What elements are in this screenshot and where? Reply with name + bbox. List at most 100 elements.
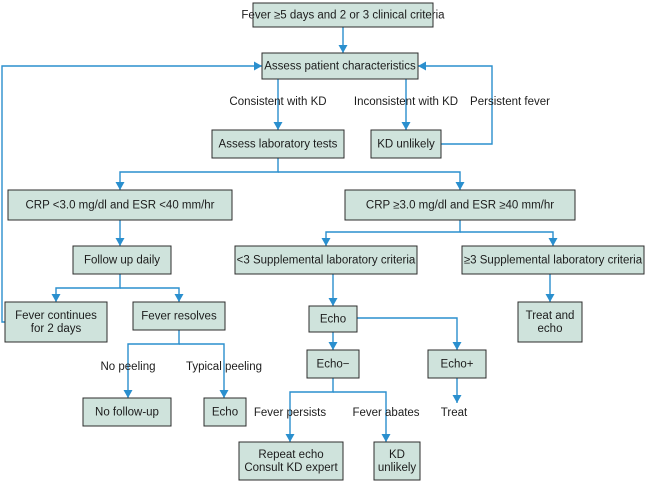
edge-continues-loop-back [1, 61, 262, 323]
node-follow-daily: Follow up daily [72, 245, 172, 275]
arrowhead [455, 182, 465, 190]
node-box [308, 305, 358, 333]
edge-line [289, 378, 334, 442]
node-box [7, 189, 233, 221]
node-box [4, 301, 108, 343]
node-crp-low: CRP <3.0 mg/dl and ESR <40 mm/hr [7, 189, 233, 221]
arrowhead [338, 45, 348, 53]
edge-line [325, 220, 461, 246]
node-label: Assess patient characteristics [264, 61, 416, 73]
label-typical-peeling: Typical peeling [186, 361, 262, 373]
node-box [306, 349, 360, 379]
node-fever5: Fever ≥5 days and 2 or 3 clinical criter… [241, 2, 445, 28]
node-box [252, 2, 434, 28]
node-label: Fever resolves [141, 311, 217, 323]
label-fever-abates: Fever abates [352, 407, 419, 419]
edge-neg-split-persists [285, 378, 334, 442]
node-echo-2: Echo [203, 397, 247, 427]
node-lt3-supp: <3 Supplemental laboratory criteria [234, 245, 418, 275]
arrowhead [273, 122, 283, 130]
edge-assess-to-lab [273, 79, 283, 130]
label-no-peeling: No peeling [101, 361, 156, 373]
node-box [427, 349, 487, 379]
node-label: for 2 days [31, 323, 82, 335]
node-kd-unlikely-1: KD unlikely [370, 129, 442, 159]
node-label: <3 Supplemental laboratory criteria [237, 255, 416, 267]
label-treat: Treat [441, 407, 468, 419]
label-inconsistent: Inconsistent with KD [354, 96, 458, 108]
edge-lab-split-low [115, 158, 279, 190]
edge-line [418, 65, 493, 145]
node-box [72, 245, 172, 275]
node-label: KD unlikely [377, 139, 435, 151]
node-box [370, 129, 442, 159]
node-box [261, 52, 419, 80]
node-box [517, 301, 583, 343]
node-ge3-supp: ≥3 Supplemental laboratory criteria [461, 245, 645, 275]
edge-lab-split-high [278, 171, 465, 190]
label-consistent: Consistent with KD [229, 96, 326, 108]
edge-high-split-lt3 [321, 220, 461, 246]
edge-line [1, 65, 262, 323]
edge-follow-split-continues [51, 274, 121, 302]
arrowhead [548, 238, 558, 246]
node-box [211, 129, 345, 159]
edge-line [357, 317, 458, 350]
edge-line [127, 330, 180, 398]
node-box [234, 245, 418, 275]
arrowhead [452, 342, 462, 350]
node-label: Follow up daily [84, 255, 160, 267]
arrowhead [321, 238, 331, 246]
arrowhead [328, 298, 338, 306]
flow-edge-labels: Consistent with KD Inconsistent with KD … [101, 96, 551, 419]
node-label: KD [389, 449, 405, 461]
node-box [461, 245, 645, 275]
node-label: unlikely [378, 462, 417, 474]
edge-lt3-to-echo [328, 274, 338, 306]
edge-line [333, 391, 387, 442]
node-label: Echo [320, 314, 346, 326]
edge-line [55, 274, 121, 302]
node-label: echo [538, 323, 563, 335]
edge-line [119, 158, 279, 190]
node-crp-high: CRP ≥3.0 mg/dl and ESR ≥40 mm/hr [344, 189, 576, 221]
edge-low-to-follow [115, 220, 125, 246]
flow-nodes: Fever ≥5 days and 2 or 3 clinical criter… [4, 2, 645, 481]
flow-edges [1, 27, 558, 442]
node-assess-patient: Assess patient characteristics [261, 52, 419, 80]
edge-echo-to-pos [357, 317, 462, 350]
node-assess-lab: Assess laboratory tests [211, 129, 345, 159]
arrowhead [452, 395, 462, 403]
node-box [238, 441, 344, 481]
arrowhead [418, 61, 426, 71]
edge-resolves-split-no-peel [123, 330, 180, 398]
arrowhead [285, 434, 295, 442]
edge-line [120, 287, 180, 302]
edge-persistent-fever-loop [418, 61, 493, 145]
label-persistent-fever: Persistent fever [470, 96, 550, 108]
node-label: Assess laboratory tests [219, 139, 338, 151]
arrowhead [401, 122, 411, 130]
arrowhead [545, 294, 555, 302]
node-label: Fever ≥5 days and 2 or 3 clinical criter… [241, 10, 445, 22]
edge-line [179, 343, 225, 398]
edge-follow-split-resolves [120, 287, 184, 302]
edge-ge3-to-treat-echo [545, 274, 555, 302]
node-label: Fever continues [15, 310, 97, 322]
node-label: Echo [212, 407, 238, 419]
node-label: CRP ≥3.0 mg/dl and ESR ≥40 mm/hr [366, 200, 554, 212]
arrowhead [219, 390, 229, 398]
node-label: ≥3 Supplemental laboratory criteria [464, 255, 643, 267]
arrowhead [115, 182, 125, 190]
edge-fever5-to-assess [338, 27, 348, 53]
node-echo-1: Echo [308, 305, 358, 333]
edge-assess-to-kd-unlikely [401, 79, 411, 130]
node-label: Repeat echo [258, 449, 323, 461]
node-label: No follow-up [95, 407, 159, 419]
edge-line [460, 231, 554, 246]
node-label: Echo− [317, 359, 350, 371]
